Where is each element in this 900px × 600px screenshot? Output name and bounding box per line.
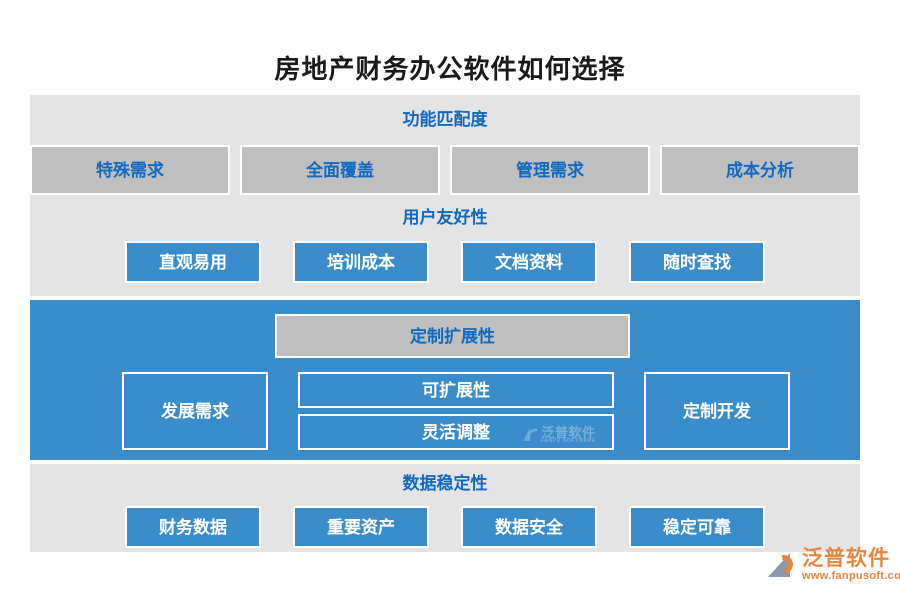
node-anytime-search[interactable]: 随时查找 (629, 241, 765, 283)
section-heading-function-match: 功能匹配度 (402, 110, 488, 129)
section-heading-custom-extensibility[interactable]: 定制扩展性 (275, 314, 630, 358)
node-data-security[interactable]: 数据安全 (461, 506, 597, 548)
brand-logo: 泛普软件 www.fanpusoft.com (768, 548, 900, 583)
node-row-data-stability: 财务数据 重要资产 数据安全 稳定可靠 (125, 506, 765, 548)
fanpu-leaf-icon (768, 549, 798, 579)
node-stable-reliable[interactable]: 稳定可靠 (629, 506, 765, 548)
panel-lower-gray: 数据稳定性 财务数据 重要资产 数据安全 稳定可靠 (30, 464, 860, 552)
node-extensibility[interactable]: 可扩展性 (298, 372, 614, 408)
section-heading-user-friendliness: 用户友好性 (402, 208, 488, 227)
node-row-function-match: 特殊需求 全面覆盖 管理需求 成本分析 (30, 145, 860, 195)
node-group-center: 可扩展性 灵活调整 泛普软件 FANPU SOFTWARE (298, 372, 614, 450)
node-custom-development[interactable]: 定制开发 (644, 372, 790, 450)
node-growth-requirement[interactable]: 发展需求 (122, 372, 268, 450)
node-special-requirement[interactable]: 特殊需求 (30, 145, 230, 195)
node-management-requirement[interactable]: 管理需求 (450, 145, 650, 195)
node-documentation[interactable]: 文档资料 (461, 241, 597, 283)
panel-upper-gray: 功能匹配度 特殊需求 全面覆盖 管理需求 成本分析 用户友好性 直观易用 培训成… (30, 95, 860, 296)
panel-middle-blue: 定制扩展性 发展需求 可扩展性 灵活调整 泛普软件 FANPU SOFTWARE… (30, 300, 860, 460)
node-row-custom-extensibility: 发展需求 可扩展性 灵活调整 泛普软件 FANPU SOFTWARE 定制开发 (122, 372, 790, 450)
node-training-cost[interactable]: 培训成本 (293, 241, 429, 283)
watermark-leaf-icon (522, 428, 538, 441)
watermark-name: 泛普软件 (541, 425, 596, 440)
page-title: 房地产财务办公软件如何选择 (274, 54, 626, 84)
node-row-user-friendliness: 直观易用 培训成本 文档资料 随时查找 (125, 241, 765, 283)
brand-url: www.fanpusoft.com (802, 570, 900, 582)
node-important-assets[interactable]: 重要资产 (293, 506, 429, 548)
section-heading-data-stability: 数据稳定性 (402, 474, 488, 493)
node-cost-analysis[interactable]: 成本分析 (660, 145, 860, 195)
watermark-subtitle: FANPU SOFTWARE (540, 438, 596, 444)
node-financial-data[interactable]: 财务数据 (125, 506, 261, 548)
node-full-coverage[interactable]: 全面覆盖 (240, 145, 440, 195)
brand-name: 泛普软件 (802, 547, 890, 570)
node-intuitive-easy-use[interactable]: 直观易用 (125, 241, 261, 283)
node-flexible-adjustment[interactable]: 灵活调整 泛普软件 FANPU SOFTWARE (298, 414, 614, 450)
watermark-logo: 泛普软件 FANPU SOFTWARE (522, 426, 596, 444)
